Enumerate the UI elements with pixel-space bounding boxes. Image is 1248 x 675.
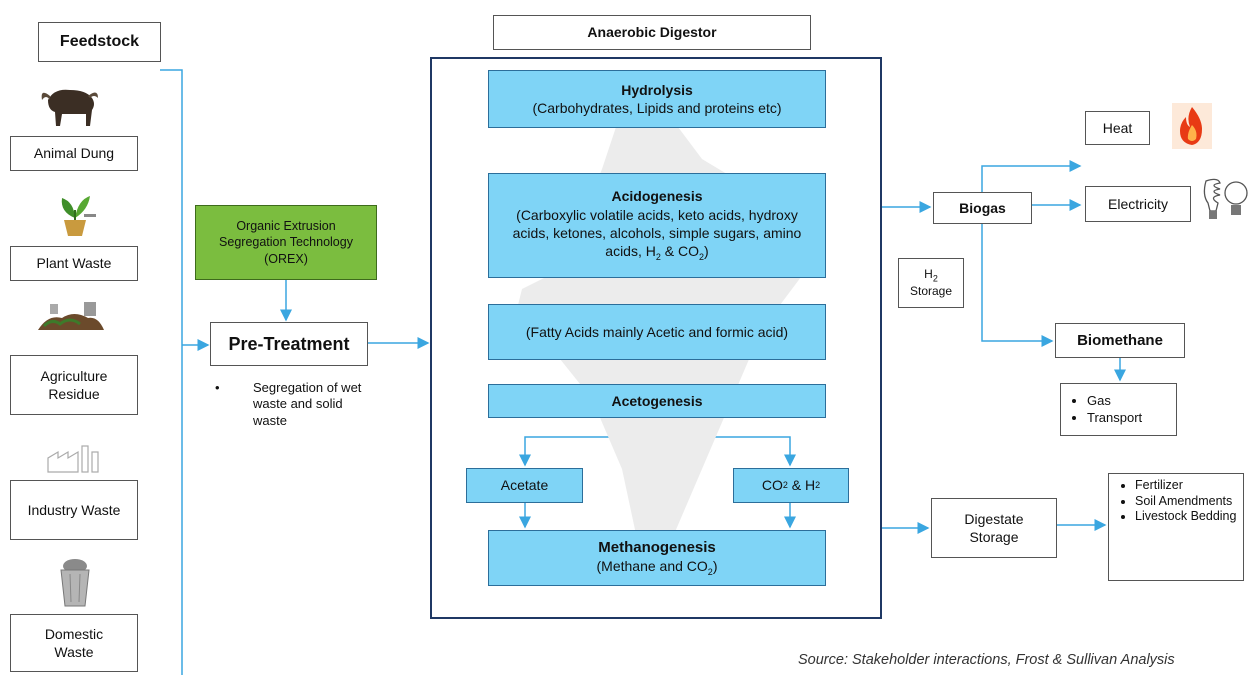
heat-box: Heat bbox=[1085, 111, 1150, 145]
orex-box: Organic Extrusion Segregation Technology… bbox=[195, 205, 377, 280]
h2-label: & H bbox=[791, 477, 816, 494]
biogas-box: Biogas bbox=[933, 192, 1032, 224]
light-bulb-icon bbox=[1203, 178, 1248, 219]
buffalo-icon bbox=[41, 89, 98, 126]
acidogenesis-detail-text: (Carboxylic volatile acids, keto acids, … bbox=[512, 206, 802, 260]
digestor-title: Anaerobic Digestor bbox=[493, 15, 811, 50]
digestate-uses-box: Fertilizer Soil Amendments Livestock Bed… bbox=[1108, 473, 1244, 581]
h2-storage-sub: 2 bbox=[932, 273, 938, 284]
acidogenesis-co: & CO bbox=[664, 243, 700, 260]
co2-label: CO bbox=[761, 477, 783, 494]
acidogenesis-detail: (Carboxylic volatile acids, keto acids, … bbox=[499, 206, 815, 264]
digestate-uses-list: Fertilizer Soil Amendments Livestock Bed… bbox=[1109, 478, 1236, 525]
hydrolysis-box: Hydrolysis (Carbohydrates, Lipids and pr… bbox=[488, 70, 826, 128]
trash-bin-icon bbox=[60, 559, 90, 607]
h2-sub: 2 bbox=[815, 479, 821, 490]
h2-storage-h: H bbox=[924, 267, 933, 282]
methanogenesis-close: ) bbox=[712, 558, 718, 574]
feedstock-item-agriculture-residue: Agriculture Residue bbox=[10, 355, 138, 415]
bullet-dot: • bbox=[215, 380, 220, 395]
methanogenesis-detail: (Methane and CO2) bbox=[597, 557, 718, 578]
h2-storage-label: Storage bbox=[909, 284, 953, 299]
feedstock-title: Feedstock bbox=[38, 22, 161, 62]
methanogenesis-box: Methanogenesis (Methane and CO2) bbox=[488, 530, 826, 586]
h2-storage-formula: H2 bbox=[924, 267, 938, 284]
biomethane-box: Biomethane bbox=[1055, 323, 1185, 358]
fatty-acids-box: (Fatty Acids mainly Acetic and formic ac… bbox=[488, 304, 826, 360]
acidogenesis-co-sub: 2 bbox=[699, 251, 705, 262]
potted-plant-icon bbox=[61, 196, 96, 236]
biomethane-uses-list: Gas Transport bbox=[1061, 393, 1142, 426]
co2-sub: 2 bbox=[782, 479, 788, 490]
acidogenesis-box: Acidogenesis (Carboxylic volatile acids,… bbox=[488, 173, 826, 278]
pretreatment-box: Pre-Treatment bbox=[210, 322, 368, 366]
pretreatment-bullet: • Segregation of wet waste and solid was… bbox=[215, 380, 395, 429]
feedstock-item-plant-waste: Plant Waste bbox=[10, 246, 138, 281]
acidogenesis-h-sub: 2 bbox=[655, 251, 661, 262]
digestate-use-item: Livestock Bedding bbox=[1135, 509, 1236, 525]
feedstock-item-animal-dung: Animal Dung bbox=[10, 136, 138, 171]
methanogenesis-detail-text: (Methane and CO bbox=[596, 558, 708, 574]
acidogenesis-h: H bbox=[645, 243, 656, 260]
electricity-box: Electricity bbox=[1085, 186, 1191, 222]
acidogenesis-title: Acidogenesis bbox=[611, 188, 703, 205]
flame-icon bbox=[1172, 103, 1212, 149]
biomethane-use-item: Transport bbox=[1087, 410, 1142, 426]
biomethane-uses-box: Gas Transport bbox=[1060, 383, 1177, 436]
pretreatment-bullet-text: Segregation of wet waste and solid waste bbox=[253, 380, 362, 428]
digestate-use-item: Fertilizer bbox=[1135, 478, 1236, 494]
farm-residue-icon bbox=[38, 302, 104, 330]
hydrolysis-detail: (Carbohydrates, Lipids and proteins etc) bbox=[532, 100, 782, 116]
acetogenesis-box: Acetogenesis bbox=[488, 384, 826, 418]
feedstock-item-domestic-waste: Domestic Waste bbox=[10, 614, 138, 672]
methanogenesis-title: Methanogenesis bbox=[598, 538, 716, 556]
methanogenesis-sub: 2 bbox=[707, 566, 713, 577]
source-note: Source: Stakeholder interactions, Frost … bbox=[798, 652, 1175, 668]
hydrolysis-title: Hydrolysis bbox=[621, 81, 693, 98]
digestate-use-item: Soil Amendments bbox=[1135, 494, 1236, 510]
acetate-box: Acetate bbox=[466, 468, 583, 503]
digestate-storage-box: Digestate Storage bbox=[931, 498, 1057, 558]
feedstock-item-industry-waste: Industry Waste bbox=[10, 480, 138, 540]
factory-icon bbox=[47, 445, 99, 473]
acidogenesis-close: ) bbox=[704, 243, 709, 260]
biomethane-use-item: Gas bbox=[1087, 393, 1142, 409]
h2-storage-box: H2 Storage bbox=[898, 258, 964, 308]
